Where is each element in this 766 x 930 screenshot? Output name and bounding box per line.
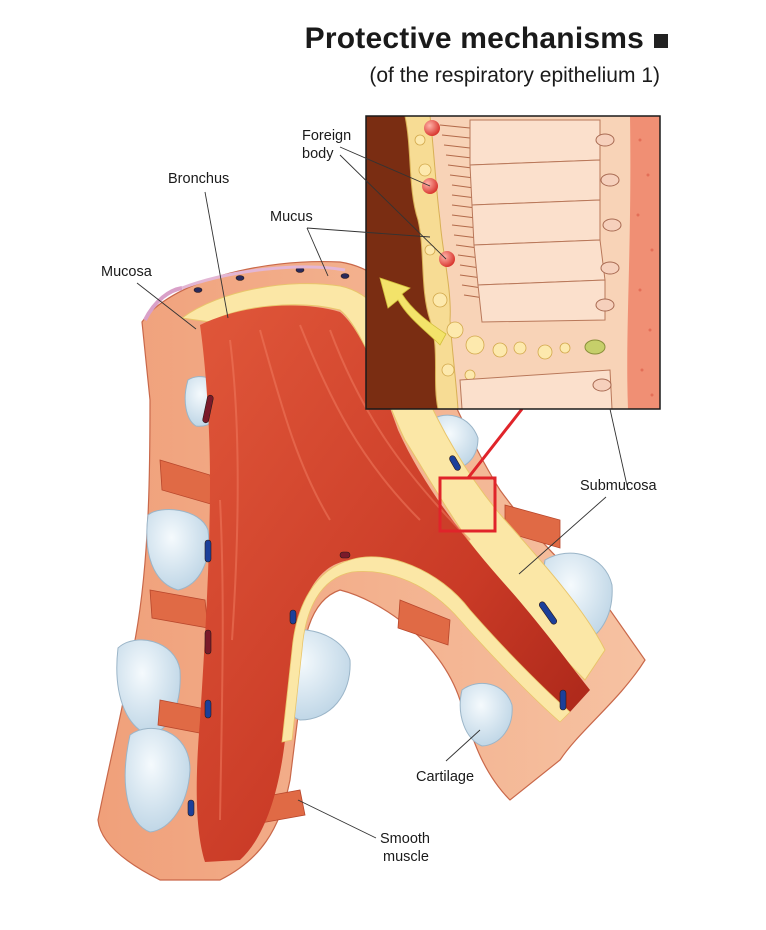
foreign-body-dot [424, 120, 440, 136]
label-smooth-muscle-line2: muscle [383, 849, 429, 865]
label-bronchus: Bronchus [168, 171, 229, 187]
figure-title: Protective mechanisms [304, 22, 644, 55]
title-square-marker [654, 34, 668, 48]
region-highlight-box [438, 476, 497, 533]
label-mucosa: Mucosa [101, 264, 153, 280]
mucus-inner-band [281, 556, 571, 743]
foreign-body-dot [439, 251, 455, 267]
label-cartilage: Cartilage [416, 769, 474, 785]
label-foreign-body-line2: body [302, 146, 334, 162]
figure-subtitle: (of the respiratory epithelium 1) [369, 64, 660, 87]
lumen-texture [219, 324, 471, 821]
magnified-inset [365, 115, 661, 410]
mucociliary-arrow [379, 277, 447, 346]
leader-lines [136, 146, 629, 839]
label-smooth-muscle-line1: Smooth [380, 831, 430, 847]
label-foreign-body-line1: Foreign [302, 128, 351, 144]
label-submucosa: Submucosa [580, 478, 658, 494]
bronchus-tube [97, 260, 646, 881]
highlight-connector-line [466, 408, 524, 479]
label-mucus: Mucus [270, 209, 313, 225]
blood-vessels [187, 267, 567, 817]
